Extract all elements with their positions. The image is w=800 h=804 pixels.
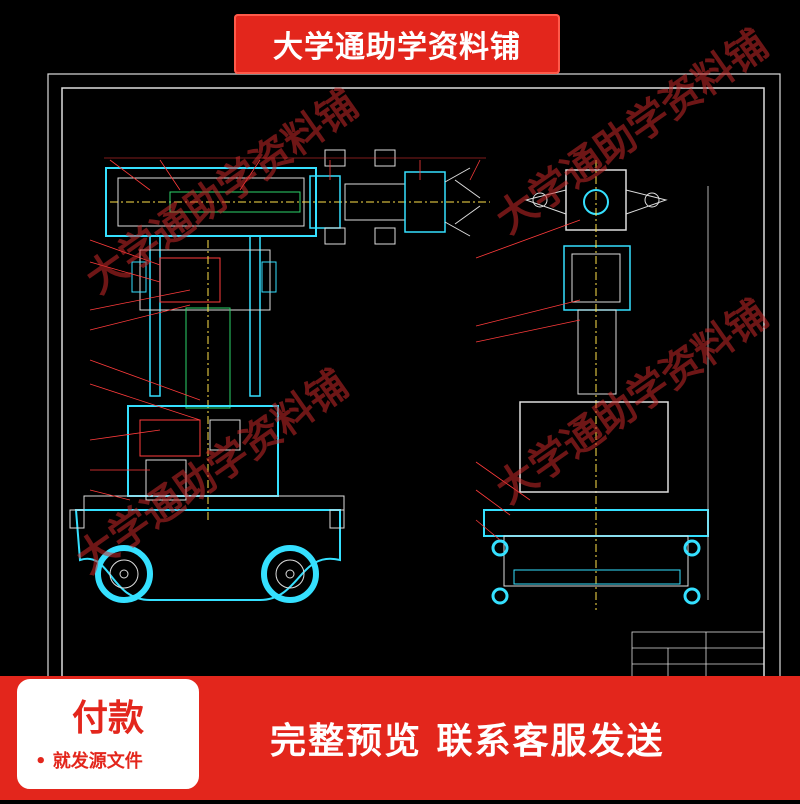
arm-housing bbox=[105, 167, 317, 237]
shop-banner: 大学通助学资料铺 bbox=[234, 14, 560, 74]
pay-card[interactable]: 付款 • 就发源文件 bbox=[14, 676, 202, 792]
pay-title: 付款 bbox=[71, 698, 144, 739]
front-view bbox=[69, 149, 490, 603]
pay-subtitle: • 就发源文件 bbox=[35, 751, 143, 772]
title-block bbox=[631, 631, 765, 681]
side-view bbox=[475, 160, 709, 610]
wheel-left bbox=[95, 545, 153, 603]
wheel-right bbox=[261, 545, 319, 603]
footer-message: 完整预览 联系客服发送 bbox=[270, 721, 665, 762]
